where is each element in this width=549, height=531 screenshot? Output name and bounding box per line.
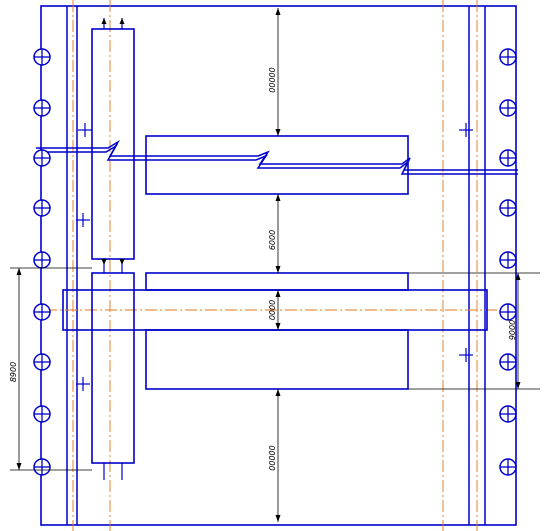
pile-left-icon xyxy=(33,199,51,217)
pile-left-icon xyxy=(33,99,51,117)
beam-top-strip xyxy=(145,272,409,291)
pile-right-icon xyxy=(499,405,517,423)
upper-beam xyxy=(145,135,409,195)
dim-middle-gap: 6000 xyxy=(268,230,277,250)
pile-left-icon xyxy=(33,458,51,476)
pile-right-icon xyxy=(499,99,517,117)
pile-left-icon xyxy=(33,303,51,321)
left-wall-lines xyxy=(66,6,78,525)
dimension-arrows xyxy=(16,8,521,522)
pile-right-icon xyxy=(499,149,517,167)
dim-right-height: 9000 xyxy=(508,320,517,340)
pile-right-icon xyxy=(499,251,517,269)
pile-left-icon xyxy=(33,405,51,423)
axis-lines xyxy=(45,0,505,531)
pile-column-right xyxy=(499,48,517,476)
pile-left-icon xyxy=(33,353,51,371)
pile-right-icon xyxy=(499,48,517,66)
lower-block xyxy=(145,329,409,390)
lower-column xyxy=(91,272,135,464)
pile-column-left xyxy=(33,48,51,476)
dim-beam-depth: 0000 xyxy=(268,300,277,320)
pile-left-icon xyxy=(33,149,51,167)
pile-left-icon xyxy=(33,251,51,269)
pile-right-icon xyxy=(499,353,517,371)
column-connectors xyxy=(103,18,123,480)
pile-right-icon xyxy=(499,199,517,217)
pile-right-icon xyxy=(499,303,517,321)
right-wall-lines xyxy=(468,6,486,525)
pile-left-icon xyxy=(33,48,51,66)
reference-crosses xyxy=(76,123,473,391)
dim-bottom-span: 00000 xyxy=(268,445,277,470)
dim-top-span: 00000 xyxy=(268,67,277,92)
upper-column xyxy=(91,28,135,260)
outer-frame xyxy=(40,5,517,526)
break-line xyxy=(36,139,518,175)
pile-right-icon xyxy=(499,458,517,476)
dim-left-height: 8900 xyxy=(9,362,18,382)
